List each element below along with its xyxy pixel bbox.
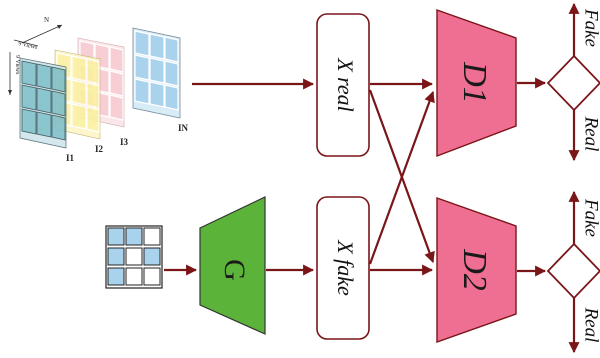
x-real-label: X real <box>333 57 358 112</box>
flow-arrows <box>164 2 580 354</box>
image-grid-i1 <box>19 57 67 149</box>
label-in: IN <box>178 123 189 133</box>
d2-fake-label: Fake <box>581 198 600 237</box>
noise-input-grid <box>105 225 163 289</box>
generator-label: G <box>218 259 251 281</box>
arrow-xfake-to-d1 <box>368 90 435 265</box>
views-label-top: 9 Views <box>18 41 39 51</box>
decision-diamond-2 <box>546 242 600 300</box>
d1-real-label: Real <box>581 116 600 152</box>
generator-block: G <box>199 196 266 335</box>
n-label: N <box>44 16 49 24</box>
d1-label: D1 <box>456 61 493 104</box>
d2-real-label: Real <box>581 307 600 343</box>
image-grid-in <box>132 27 181 119</box>
discriminator-d2: D2 <box>436 197 517 343</box>
x-real-box: X real <box>316 13 370 157</box>
label-i3: I3 <box>120 137 129 147</box>
input-view-stack: N 9 Views 9 Views I1 I2 I3 IN <box>8 16 189 163</box>
label-i2: I2 <box>95 144 104 154</box>
d2-label: D2 <box>456 248 493 291</box>
views-label-side: 9 Views <box>14 55 20 75</box>
n-axis-arrow <box>21 24 63 44</box>
decision-diamond-1 <box>546 54 600 112</box>
discriminator-d1: D1 <box>436 9 517 158</box>
x-fake-box: X fake <box>316 196 370 340</box>
x-fake-label: X fake <box>333 239 358 296</box>
label-i1: I1 <box>66 153 75 163</box>
d1-fake-label: Fake <box>581 8 600 47</box>
